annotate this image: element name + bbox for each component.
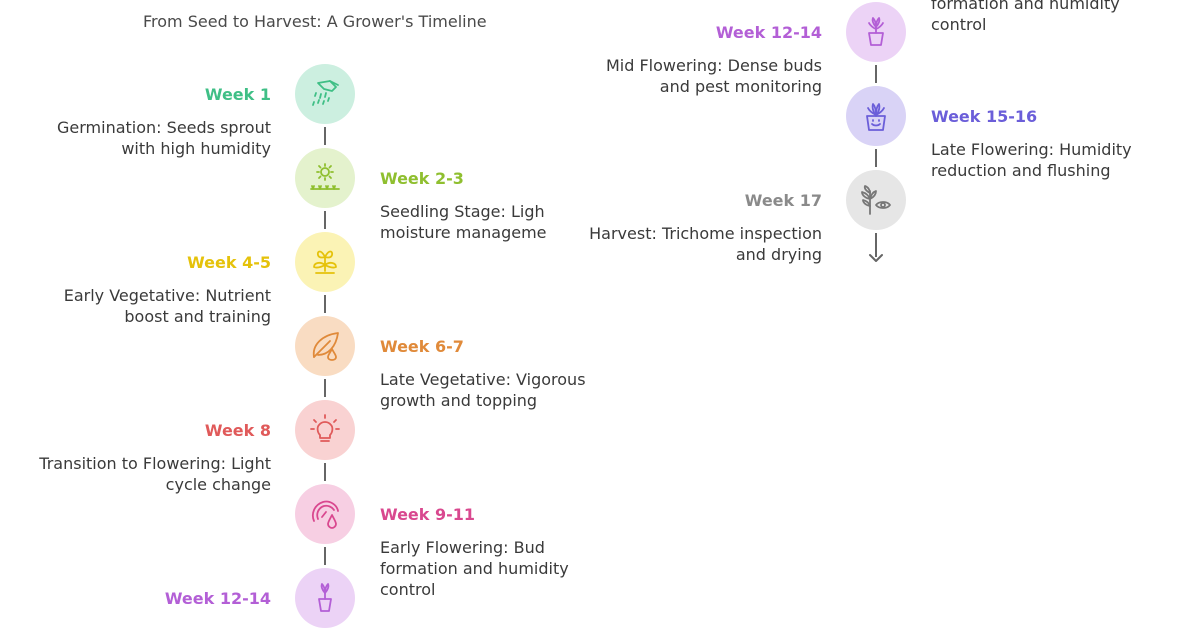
stage-node-7 [846, 2, 906, 62]
potted-flower-icon [318, 583, 332, 612]
stage-description-1-line2: with high humidity [121, 139, 271, 158]
stage-node-1 [295, 64, 355, 124]
week-label-1: Week 1 [204, 85, 271, 104]
stage-description-8-line2: reduction and flushing [931, 161, 1111, 180]
watering-can-icon [312, 80, 339, 106]
stage-description-1: Germination: Seeds sprout with high humi… [57, 117, 271, 159]
week-label-4: Week 6-7 [380, 337, 464, 356]
stage-description-partial-line2: control [931, 15, 987, 34]
stage-description-2: Seedling Stage: Ligh moisture manageme [380, 201, 552, 243]
stage-node-8 [846, 86, 906, 146]
light-bulb-icon [310, 414, 340, 442]
timeline-connector [324, 463, 326, 481]
stage-description-6-line2: formation and humidity [380, 559, 569, 578]
stage-description-partial: formation and humidity control [931, 0, 1120, 35]
week-label-5: Week 8 [204, 421, 271, 440]
stage-description-3-line2: boost and training [124, 307, 271, 326]
stage-description-6-line3: control [380, 580, 436, 599]
stage-node-partial [295, 568, 355, 628]
stage-description-4: Late Vegetative: Vigorous growth and top… [380, 369, 586, 411]
smiling-pot-icon [866, 103, 886, 131]
timeline-connector [324, 547, 326, 565]
stage-node-4 [295, 316, 355, 376]
stage-node-9 [846, 170, 906, 230]
timeline-connector [324, 295, 326, 313]
timeline-connector [875, 233, 877, 257]
potted-flower-icon [868, 17, 884, 46]
timeline-connector [324, 211, 326, 229]
stage-node-5 [295, 400, 355, 460]
week-label-6: Week 9-11 [380, 505, 476, 524]
stage-description-8: Late Flowering: Humidity reduction and f… [931, 139, 1132, 181]
stage-description-8-line1: Late Flowering: Humidity [931, 140, 1132, 159]
stage-description-5-line2: cycle change [165, 475, 271, 494]
stage-description-2-line1: Seedling Stage: Ligh [380, 202, 545, 221]
stage-description-6-line1: Early Flowering: Bud [380, 538, 545, 557]
stage-description-9-line1: Harvest: Trichome inspection [589, 224, 822, 243]
week-label-9: Week 17 [744, 191, 822, 210]
timeline-connector [875, 149, 877, 167]
stage-description-4-line2: growth and topping [380, 391, 538, 410]
timeline-connector [324, 127, 326, 145]
week-label-8: Week 15-16 [931, 107, 1038, 126]
stage-description-9: Harvest: Trichome inspection and drying [589, 223, 822, 265]
leaf-drop-icon [312, 332, 339, 361]
plant-eye-icon [861, 185, 891, 215]
stage-description-4-line1: Late Vegetative: Vigorous [380, 370, 586, 389]
stage-description-partial-line1: formation and humidity [931, 0, 1120, 13]
week-label-partial: Week 12-14 [164, 589, 271, 608]
stage-description-7-line1: Mid Flowering: Dense buds [605, 56, 822, 75]
stage-description-3: Early Vegetative: Nutrient boost and tra… [64, 285, 271, 327]
week-label-2: Week 2-3 [380, 169, 464, 188]
stage-description-2-line2: moisture manageme [380, 223, 547, 242]
sprout-icon [313, 250, 337, 274]
gauge-drop-icon [311, 500, 339, 529]
week-label-3: Week 4-5 [187, 253, 271, 272]
stage-description-1-line1: Germination: Seeds sprout [57, 118, 271, 137]
sun-sprout-icon [310, 163, 340, 190]
arrow-down-icon [869, 254, 883, 262]
timeline-connector [875, 65, 877, 83]
stage-description-6: Early Flowering: Bud formation and humid… [380, 537, 569, 600]
stage-node-6 [295, 484, 355, 544]
stage-description-7: Mid Flowering: Dense buds and pest monit… [606, 55, 822, 97]
timeline-connector [324, 379, 326, 397]
stage-node-3 [295, 232, 355, 292]
stage-description-5: Transition to Flowering: Light cycle cha… [39, 453, 271, 495]
stage-description-5-line1: Transition to Flowering: Light [39, 454, 271, 473]
stage-description-7-line2: and pest monitoring [659, 77, 822, 96]
stage-description-3-line1: Early Vegetative: Nutrient [63, 286, 271, 305]
stage-node-2 [295, 148, 355, 208]
stage-description-9-line2: and drying [735, 245, 822, 264]
timeline-title: From Seed to Harvest: A Grower's Timelin… [143, 12, 487, 31]
week-label-7: Week 12-14 [715, 23, 822, 42]
